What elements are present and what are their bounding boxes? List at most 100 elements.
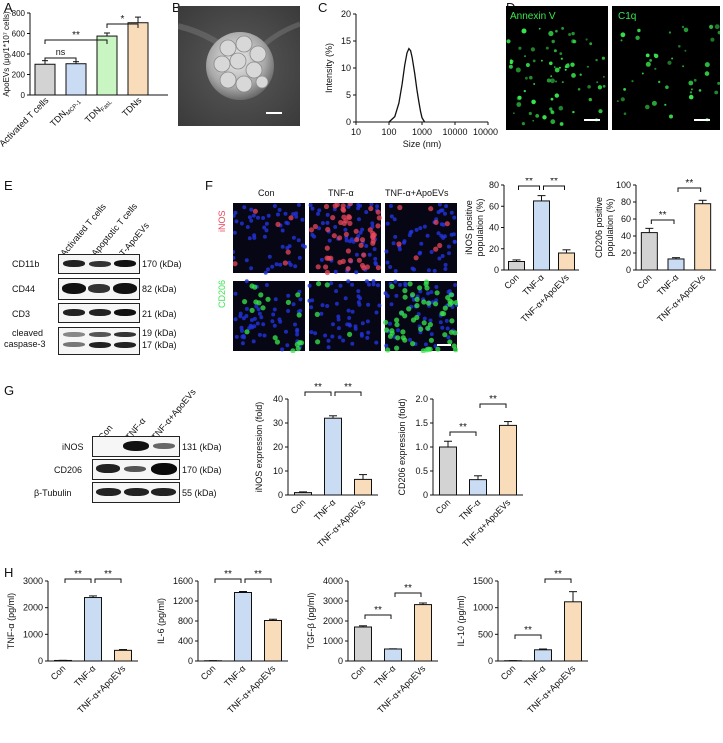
marker-cell bbox=[324, 282, 330, 288]
marker-cell bbox=[353, 228, 359, 234]
bar bbox=[558, 252, 575, 271]
fluorescent-dot bbox=[513, 112, 515, 115]
nucleus bbox=[319, 257, 324, 262]
nucleus bbox=[444, 318, 449, 323]
marker-cell bbox=[394, 345, 400, 351]
nucleus bbox=[234, 219, 239, 224]
x-axis-label: Size (nm) bbox=[403, 139, 442, 149]
nucleus bbox=[316, 211, 320, 216]
panel-c-chart: 0510152010100100010000100000Intensity (%… bbox=[324, 9, 498, 149]
nucleus bbox=[388, 265, 393, 269]
marker-cell bbox=[421, 320, 427, 326]
bar bbox=[667, 258, 685, 271]
y-axis-label: TGF-β (pg/ml) bbox=[306, 593, 316, 650]
nucleus bbox=[350, 309, 355, 314]
nucleus bbox=[267, 254, 272, 259]
y-tick-label: 200 bbox=[12, 71, 26, 80]
y-tick-label: 1200 bbox=[173, 596, 193, 606]
blot-caspase3 bbox=[58, 327, 140, 355]
nucleus bbox=[345, 322, 350, 327]
marker-cell bbox=[361, 265, 367, 271]
marker-cell bbox=[260, 305, 266, 311]
g-row-tubulin: β-Tubulin bbox=[34, 488, 72, 498]
nucleus bbox=[233, 230, 237, 235]
marker-cell bbox=[433, 246, 439, 252]
fluorescent-dot bbox=[588, 97, 592, 102]
sig-label: ** bbox=[459, 422, 467, 433]
nucleus bbox=[439, 222, 444, 227]
nucleus bbox=[249, 218, 254, 223]
y-tick-label: 10 bbox=[273, 466, 283, 476]
fluorescent-dot bbox=[683, 27, 689, 33]
nucleus bbox=[385, 221, 390, 226]
kda-17: 17 (kDa) bbox=[142, 340, 177, 350]
g-kda-inos: 131 (kDa) bbox=[182, 442, 222, 452]
nucleus bbox=[441, 235, 446, 240]
category-subscript: MCP-1 bbox=[65, 99, 83, 117]
nucleus bbox=[452, 239, 457, 244]
fluorescent-dot bbox=[641, 72, 644, 75]
nucleus bbox=[233, 317, 238, 322]
nucleus bbox=[444, 204, 449, 209]
sig-label: ** bbox=[344, 382, 352, 393]
nucleus bbox=[330, 334, 335, 339]
sig-label: ** bbox=[524, 625, 532, 636]
nucleus bbox=[291, 302, 296, 307]
nucleus bbox=[325, 304, 330, 308]
g-blot-inos bbox=[92, 436, 180, 457]
nucleus bbox=[449, 210, 454, 215]
y-tick-label: 80 bbox=[489, 180, 499, 190]
sig-bracket bbox=[518, 185, 540, 190]
marker-cell bbox=[315, 339, 321, 345]
nucleus bbox=[270, 264, 275, 269]
nucleus bbox=[252, 233, 257, 238]
nucleus bbox=[429, 250, 434, 254]
y-tick-label: 0 bbox=[188, 656, 193, 666]
marker-cell bbox=[346, 214, 352, 220]
marker-cell bbox=[274, 339, 280, 345]
nucleus bbox=[300, 217, 305, 222]
nucleus bbox=[374, 340, 379, 345]
nucleus bbox=[374, 262, 378, 267]
marker-cell bbox=[343, 231, 349, 237]
kda-19: 19 (kDa) bbox=[142, 328, 177, 338]
bar bbox=[264, 620, 282, 662]
nucleus bbox=[287, 260, 292, 265]
nucleus bbox=[263, 270, 268, 275]
marker-cell bbox=[375, 223, 381, 229]
nucleus bbox=[333, 269, 338, 274]
sig-label: ** bbox=[72, 30, 80, 41]
fluorescent-dot bbox=[559, 122, 564, 126]
nucleus bbox=[366, 302, 371, 307]
y-axis-label: IL-6 (pg/ml) bbox=[156, 598, 166, 644]
marker-cell bbox=[410, 341, 416, 347]
fluorescent-dot bbox=[654, 67, 657, 70]
fluorescent-dot bbox=[684, 49, 687, 52]
nucleus bbox=[273, 297, 278, 302]
nucleus bbox=[389, 302, 394, 307]
marker-cell bbox=[345, 248, 351, 254]
nucleus bbox=[286, 309, 291, 313]
category-label: Con bbox=[289, 497, 308, 516]
fluorescent-dot bbox=[678, 45, 681, 48]
marker-cell bbox=[343, 218, 349, 224]
nucleus bbox=[254, 304, 259, 309]
nucleus bbox=[285, 221, 290, 226]
fluorescent-dot bbox=[570, 62, 575, 67]
nucleus bbox=[369, 203, 374, 207]
sig-bracket bbox=[543, 185, 565, 190]
nucleus bbox=[242, 205, 247, 210]
nucleus bbox=[326, 345, 331, 350]
sig-bracket bbox=[394, 592, 422, 597]
nucleus bbox=[429, 332, 434, 337]
panel-e-blot: Activated T cells Apoptotic T cells T-Ap… bbox=[0, 180, 200, 380]
nucleus bbox=[244, 279, 249, 284]
nucleus bbox=[346, 279, 351, 284]
x-tick-label: 10 bbox=[351, 127, 361, 137]
nucleus bbox=[325, 212, 330, 217]
category-label: TDNs bbox=[120, 95, 144, 119]
bar bbox=[439, 446, 457, 496]
